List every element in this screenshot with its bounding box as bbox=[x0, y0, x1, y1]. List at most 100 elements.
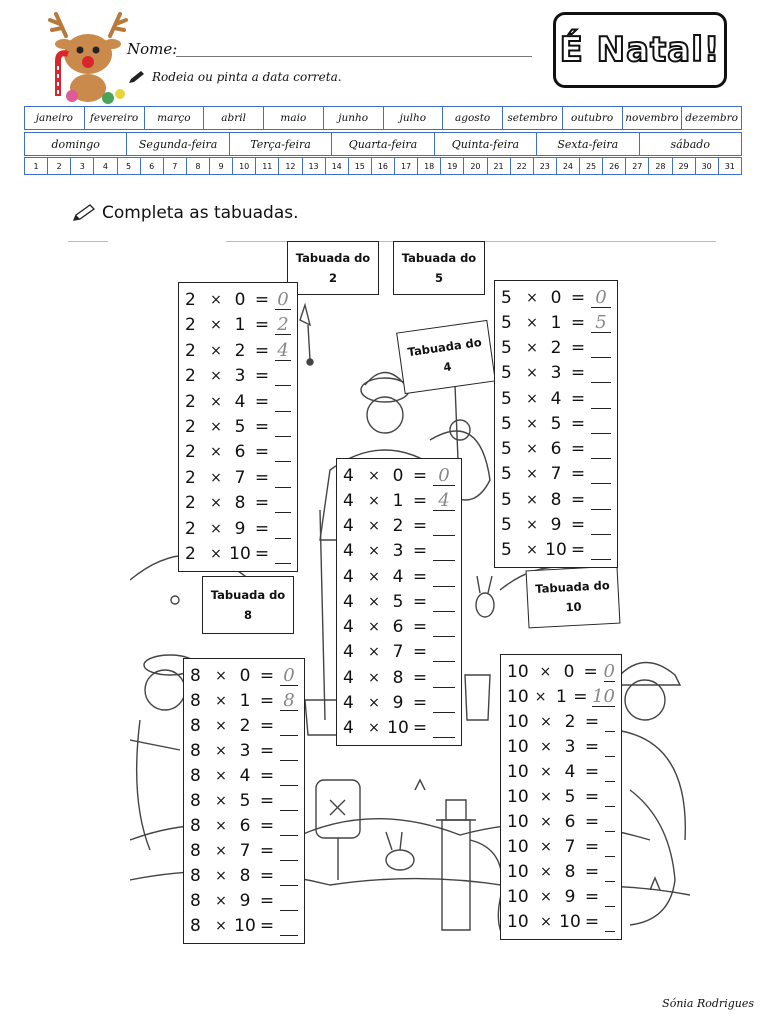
month-cell[interactable]: junho bbox=[324, 107, 384, 129]
day-cell[interactable]: 10 bbox=[233, 158, 257, 174]
answer-field[interactable] bbox=[605, 713, 615, 732]
answer-field[interactable] bbox=[433, 517, 455, 537]
answer-field[interactable] bbox=[280, 842, 298, 862]
day-cell[interactable]: 3 bbox=[71, 158, 95, 174]
answer-field[interactable] bbox=[591, 339, 611, 359]
answer-field[interactable] bbox=[433, 618, 455, 638]
weekday-cell[interactable]: sábado bbox=[670, 137, 710, 151]
month-cell[interactable]: novembro bbox=[623, 107, 683, 129]
day-cell[interactable]: 14 bbox=[326, 158, 349, 174]
answer-field[interactable] bbox=[275, 393, 291, 412]
answer-field[interactable] bbox=[605, 913, 615, 933]
answer-field[interactable] bbox=[275, 443, 291, 463]
answer-field[interactable] bbox=[433, 593, 455, 612]
day-cell[interactable]: 29 bbox=[673, 158, 696, 174]
answer-field[interactable] bbox=[280, 767, 298, 786]
answer-field[interactable] bbox=[280, 742, 298, 761]
answer-field[interactable]: 4 bbox=[433, 491, 455, 511]
answer-field[interactable] bbox=[280, 917, 298, 937]
month-cell[interactable]: janeiro bbox=[25, 107, 85, 129]
day-cell[interactable]: 7 bbox=[164, 158, 187, 174]
answer-field[interactable] bbox=[275, 520, 291, 539]
day-cell[interactable]: 9 bbox=[210, 158, 234, 174]
answer-field[interactable] bbox=[433, 719, 455, 739]
answer-field[interactable] bbox=[275, 469, 291, 488]
answer-field[interactable] bbox=[433, 542, 455, 562]
month-cell[interactable]: fevereiro bbox=[85, 107, 145, 129]
weekday-cell[interactable]: Quinta-feira bbox=[435, 133, 538, 155]
day-cell[interactable]: 23 bbox=[534, 158, 557, 174]
answer-field[interactable] bbox=[591, 516, 611, 536]
answer-field[interactable]: 0 bbox=[280, 666, 298, 686]
day-cell[interactable]: 24 bbox=[557, 158, 580, 174]
answer-field[interactable] bbox=[280, 892, 298, 912]
day-cell[interactable]: 25 bbox=[580, 158, 604, 174]
answer-field[interactable] bbox=[605, 838, 615, 858]
day-cell[interactable]: 17 bbox=[395, 158, 419, 174]
day-cell[interactable]: 13 bbox=[303, 158, 326, 174]
day-cell[interactable]: 26 bbox=[603, 158, 627, 174]
answer-field[interactable] bbox=[605, 788, 615, 807]
month-cell[interactable]: setembro bbox=[503, 107, 563, 129]
answer-field[interactable] bbox=[591, 440, 611, 460]
answer-field[interactable] bbox=[280, 717, 298, 736]
day-cell[interactable]: 8 bbox=[187, 158, 210, 174]
answer-field[interactable] bbox=[605, 863, 615, 883]
day-cell[interactable]: 2 bbox=[48, 158, 72, 174]
answer-field[interactable]: 0 bbox=[275, 290, 291, 310]
weekday-cell[interactable]: Segunda-feira bbox=[127, 133, 230, 155]
answer-field[interactable] bbox=[280, 817, 298, 836]
day-cell[interactable]: 18 bbox=[418, 158, 442, 174]
day-cell[interactable]: 20 bbox=[464, 158, 488, 174]
answer-field[interactable] bbox=[605, 813, 615, 832]
day-cell[interactable]: 28 bbox=[649, 158, 673, 174]
day-cell[interactable]: 5 bbox=[118, 158, 141, 174]
answer-field[interactable] bbox=[605, 763, 615, 782]
answer-field[interactable] bbox=[275, 494, 291, 514]
answer-field[interactable]: 8 bbox=[280, 691, 298, 711]
answer-field[interactable] bbox=[433, 694, 455, 714]
day-cell[interactable]: 1 bbox=[25, 158, 49, 174]
answer-field[interactable] bbox=[275, 545, 291, 565]
day-cell[interactable]: 19 bbox=[441, 158, 465, 174]
answer-field[interactable] bbox=[591, 541, 611, 561]
answer-field[interactable] bbox=[605, 738, 615, 757]
answer-field[interactable] bbox=[280, 867, 298, 887]
answer-field[interactable]: 0 bbox=[603, 660, 615, 682]
answer-field[interactable]: 0 bbox=[591, 288, 611, 308]
weekday-cell[interactable]: Quarta-feira bbox=[332, 133, 435, 155]
name-input-line[interactable] bbox=[176, 56, 532, 57]
day-cell[interactable]: 4 bbox=[94, 158, 118, 174]
day-cell[interactable]: 30 bbox=[696, 158, 719, 174]
answer-field[interactable] bbox=[275, 367, 291, 387]
answer-field[interactable] bbox=[591, 465, 611, 485]
weekday-cell[interactable]: domingo bbox=[25, 133, 128, 155]
answer-field[interactable] bbox=[280, 792, 298, 811]
month-cell[interactable]: março bbox=[145, 107, 205, 129]
day-cell[interactable]: 11 bbox=[256, 158, 280, 174]
answer-field[interactable] bbox=[275, 418, 291, 437]
answer-field[interactable] bbox=[433, 568, 455, 587]
answer-field[interactable]: 0 bbox=[433, 466, 455, 486]
day-cell[interactable]: 15 bbox=[349, 158, 372, 174]
weekday-cell[interactable]: Terça-feira bbox=[230, 133, 333, 155]
day-cell[interactable]: 6 bbox=[141, 158, 164, 174]
month-cell[interactable]: maio bbox=[264, 107, 324, 129]
weekday-cell[interactable]: Sexta-feira bbox=[537, 133, 640, 155]
month-cell[interactable]: dezembro bbox=[685, 112, 738, 124]
month-cell[interactable]: julho bbox=[384, 107, 444, 129]
answer-field[interactable]: 2 bbox=[275, 316, 291, 336]
answer-field[interactable]: 10 bbox=[592, 685, 616, 707]
month-cell[interactable]: outubro bbox=[563, 107, 623, 129]
answer-field[interactable] bbox=[433, 669, 455, 688]
answer-field[interactable] bbox=[433, 643, 455, 663]
month-cell[interactable]: abril bbox=[204, 107, 264, 129]
answer-field[interactable]: 5 bbox=[591, 313, 611, 333]
answer-field[interactable] bbox=[605, 888, 615, 908]
month-cell[interactable]: agosto bbox=[443, 107, 503, 129]
answer-field[interactable] bbox=[591, 364, 611, 384]
answer-field[interactable]: 4 bbox=[275, 341, 291, 361]
day-cell[interactable]: 31 bbox=[724, 161, 735, 171]
day-cell[interactable]: 12 bbox=[279, 158, 303, 174]
day-cell[interactable]: 16 bbox=[372, 158, 395, 174]
